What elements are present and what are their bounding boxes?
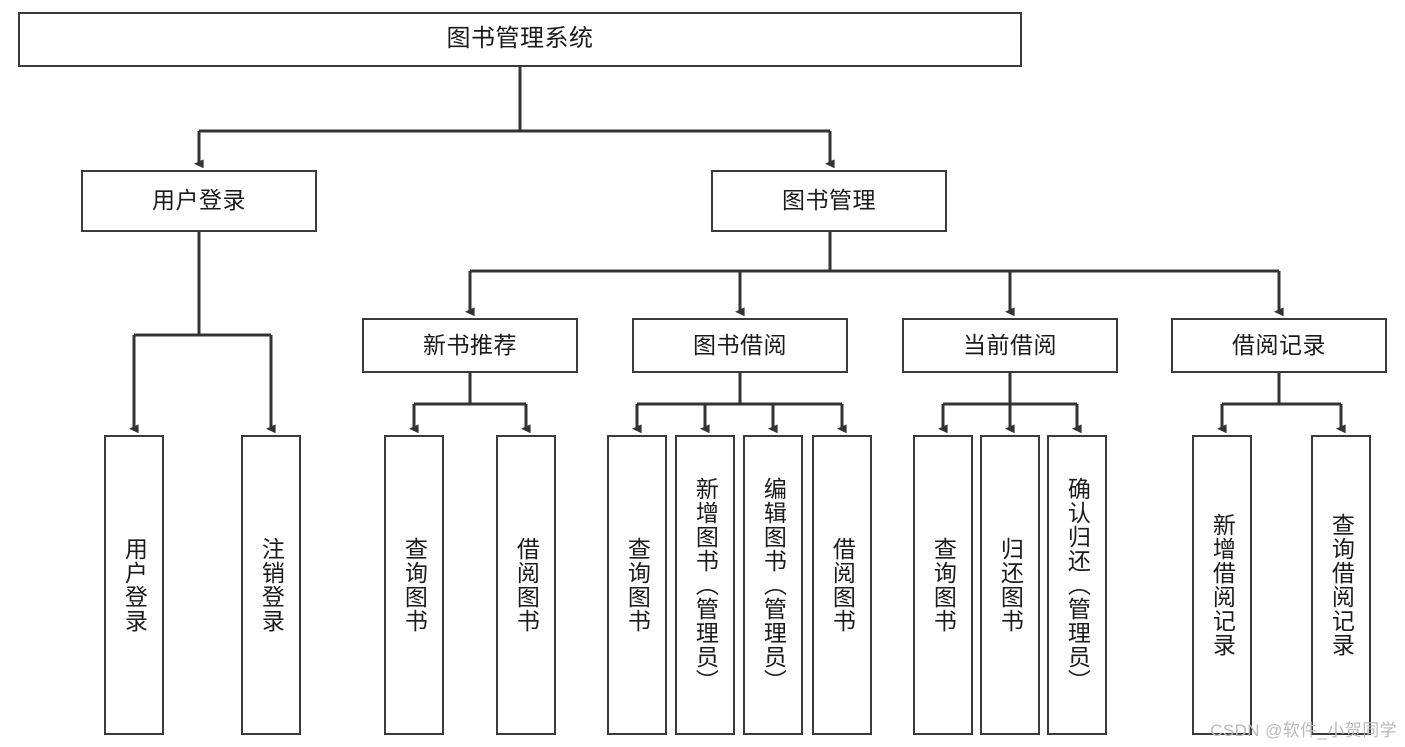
- node-leaf-edit-book[interactable]: 编辑图书（管理员）: [743, 435, 803, 735]
- node-leaf-user-login-label: 用户登录: [121, 537, 148, 633]
- node-leaf-query-book-2-label: 查询图书: [624, 537, 651, 633]
- node-new-book-recommend-label: 新书推荐: [423, 331, 517, 358]
- node-leaf-borrow-book-1[interactable]: 借阅图书: [496, 435, 556, 735]
- node-leaf-query-record-label: 查询借阅记录: [1328, 513, 1355, 657]
- node-leaf-borrow-book-1-label: 借阅图书: [513, 537, 540, 633]
- node-new-book-recommend[interactable]: 新书推荐: [362, 318, 578, 373]
- node-leaf-logout-login-label: 注销登录: [258, 537, 285, 633]
- node-current-borrow-label: 当前借阅: [963, 331, 1057, 358]
- node-leaf-borrow-book-2[interactable]: 借阅图书: [812, 435, 872, 735]
- node-borrow-record-label: 借阅记录: [1232, 331, 1326, 358]
- node-borrow-record[interactable]: 借阅记录: [1171, 318, 1387, 373]
- node-book-management-label: 图书管理: [782, 187, 876, 214]
- node-leaf-borrow-book-2-label: 借阅图书: [829, 537, 856, 633]
- node-leaf-confirm-return[interactable]: 确认归还（管理员）: [1047, 435, 1107, 735]
- node-leaf-edit-book-label: 编辑图书（管理员）: [760, 477, 787, 693]
- node-root-label: 图书管理系统: [446, 25, 594, 53]
- node-leaf-return-book-label: 归还图书: [997, 537, 1024, 633]
- node-leaf-add-record-label: 新增借阅记录: [1209, 513, 1236, 657]
- node-leaf-query-book-3-label: 查询图书: [930, 537, 957, 633]
- node-leaf-confirm-return-label: 确认归还（管理员）: [1064, 477, 1091, 693]
- node-root[interactable]: 图书管理系统: [18, 12, 1022, 67]
- node-leaf-user-login[interactable]: 用户登录: [104, 435, 164, 735]
- node-leaf-add-record[interactable]: 新增借阅记录: [1192, 435, 1252, 735]
- node-leaf-query-book-2[interactable]: 查询图书: [607, 435, 667, 735]
- node-book-management[interactable]: 图书管理: [711, 170, 947, 232]
- csdn-watermark: CSDN @软件_小贺同学: [1210, 721, 1397, 740]
- node-leaf-logout-login[interactable]: 注销登录: [241, 435, 301, 735]
- node-leaf-return-book[interactable]: 归还图书: [980, 435, 1040, 735]
- node-leaf-query-record[interactable]: 查询借阅记录: [1311, 435, 1371, 735]
- node-user-login-label: 用户登录: [152, 187, 246, 214]
- node-book-borrow[interactable]: 图书借阅: [632, 318, 848, 373]
- node-book-borrow-label: 图书借阅: [693, 331, 787, 358]
- node-leaf-add-book[interactable]: 新增图书（管理员）: [675, 435, 735, 735]
- node-leaf-add-book-label: 新增图书（管理员）: [692, 477, 719, 693]
- node-leaf-query-book-3[interactable]: 查询图书: [913, 435, 973, 735]
- node-current-borrow[interactable]: 当前借阅: [902, 318, 1118, 373]
- node-leaf-query-book-1[interactable]: 查询图书: [384, 435, 444, 735]
- node-user-login[interactable]: 用户登录: [81, 170, 317, 232]
- node-leaf-query-book-1-label: 查询图书: [401, 537, 428, 633]
